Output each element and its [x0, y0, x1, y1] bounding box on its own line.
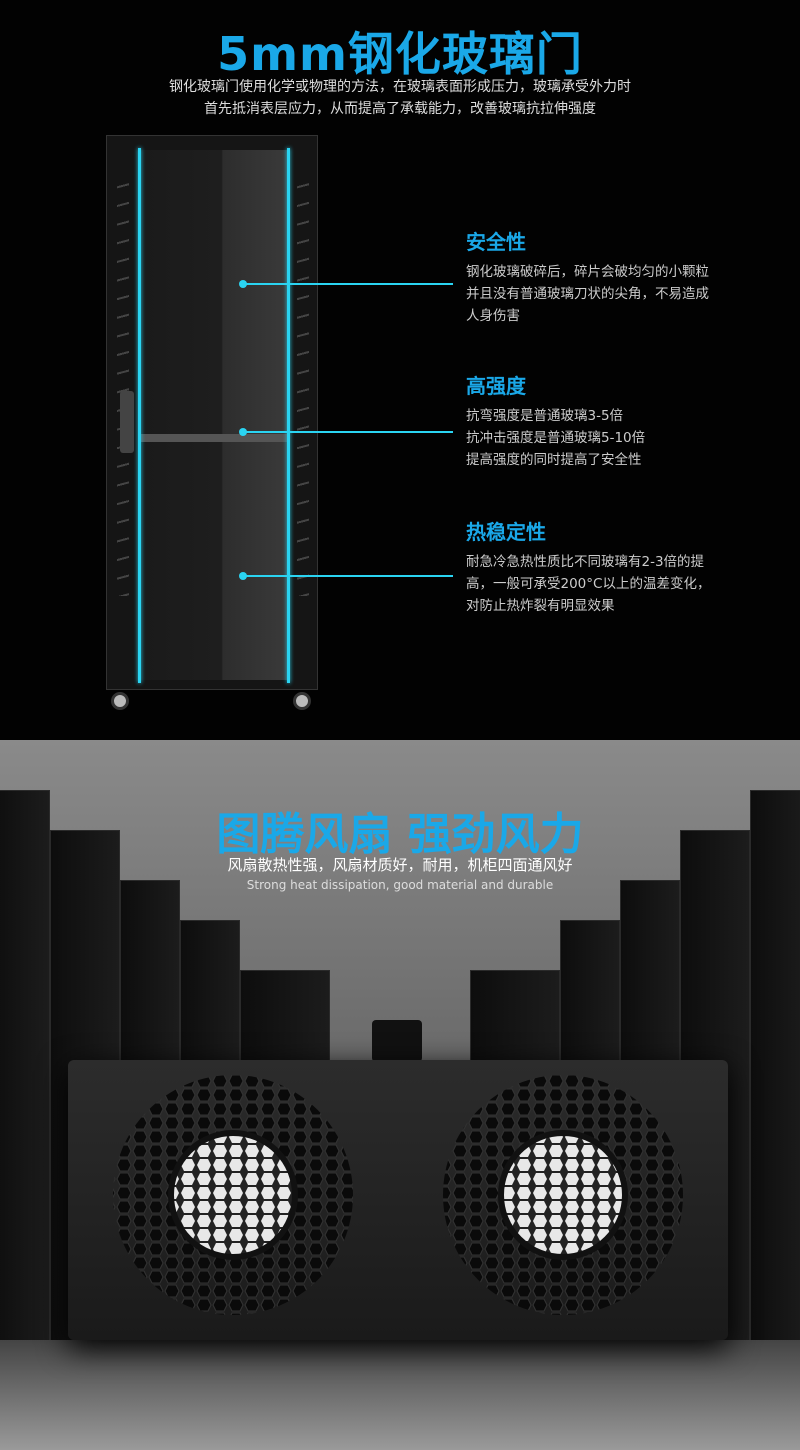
cabinet-image	[106, 135, 318, 710]
feature-line: 抗冲击强度是普通玻璃5-10倍	[466, 430, 646, 446]
feature-line: 对防止热炸裂有明显效果	[466, 598, 615, 614]
feature-line: 人身伤害	[466, 308, 520, 324]
fan-right	[443, 1075, 683, 1315]
feature-strength: 高强度 抗弯强度是普通玻璃3-5倍 抗冲击强度是普通玻璃5-10倍 提高强度的同…	[466, 370, 645, 471]
feature-line: 提高强度的同时提高了安全性	[466, 452, 642, 468]
feature-safety: 安全性 钢化玻璃破碎后，碎片会破均匀的小颗粒 并且没有普通玻璃刀状的尖角，不易造…	[466, 226, 709, 327]
section-title: 5mm钢化玻璃门	[217, 27, 583, 81]
feature-thermal: 热稳定性 耐急冷急热性质比不同玻璃有2-3倍的提 高，一般可承受200°C以上的…	[466, 516, 710, 617]
feature-line: 并且没有普通玻璃刀状的尖角，不易造成	[466, 286, 709, 302]
feature-title: 高强度	[466, 374, 526, 398]
fan-grilles	[113, 1075, 683, 1315]
fan-subtitle-en: Strong heat dissipation, good material a…	[246, 878, 554, 892]
fan-title: 图腾风扇 强劲风力	[216, 809, 584, 860]
feature-line: 钢化玻璃破碎后，碎片会破均匀的小颗粒	[466, 264, 709, 280]
feature-line: 高，一般可承受200°C以上的温差变化，	[466, 576, 711, 592]
fan-subtitle: 风扇散热性强，风扇材质好，耐用，机柜四面通风好	[227, 856, 573, 874]
door-handle	[120, 391, 134, 453]
fan-section: 图腾风扇 强劲风力 风扇散热性强，风扇材质好，耐用，机柜四面通风好 Strong…	[0, 740, 800, 1450]
feature-title: 热稳定性	[466, 520, 546, 544]
description-line: 钢化玻璃门使用化学或物理的方法，在玻璃表面形成压力，玻璃承受外力时	[169, 79, 631, 95]
power-connector	[372, 1020, 422, 1062]
fan-left	[113, 1075, 353, 1315]
description-line: 首先抵消表层应力，从而提高了承载能力，改善玻璃抗拉伸强度	[204, 101, 596, 117]
feature-line: 耐急冷急热性质比不同玻璃有2-3倍的提	[466, 554, 705, 570]
fan-unit-image	[68, 1060, 728, 1340]
feature-line: 抗弯强度是普通玻璃3-5倍	[466, 408, 624, 424]
feature-title: 安全性	[466, 230, 526, 254]
glass-door-section: 5mm钢化玻璃门 钢化玻璃门使用化学或物理的方法，在玻璃表面形成压力，玻璃承受外…	[106, 27, 711, 710]
